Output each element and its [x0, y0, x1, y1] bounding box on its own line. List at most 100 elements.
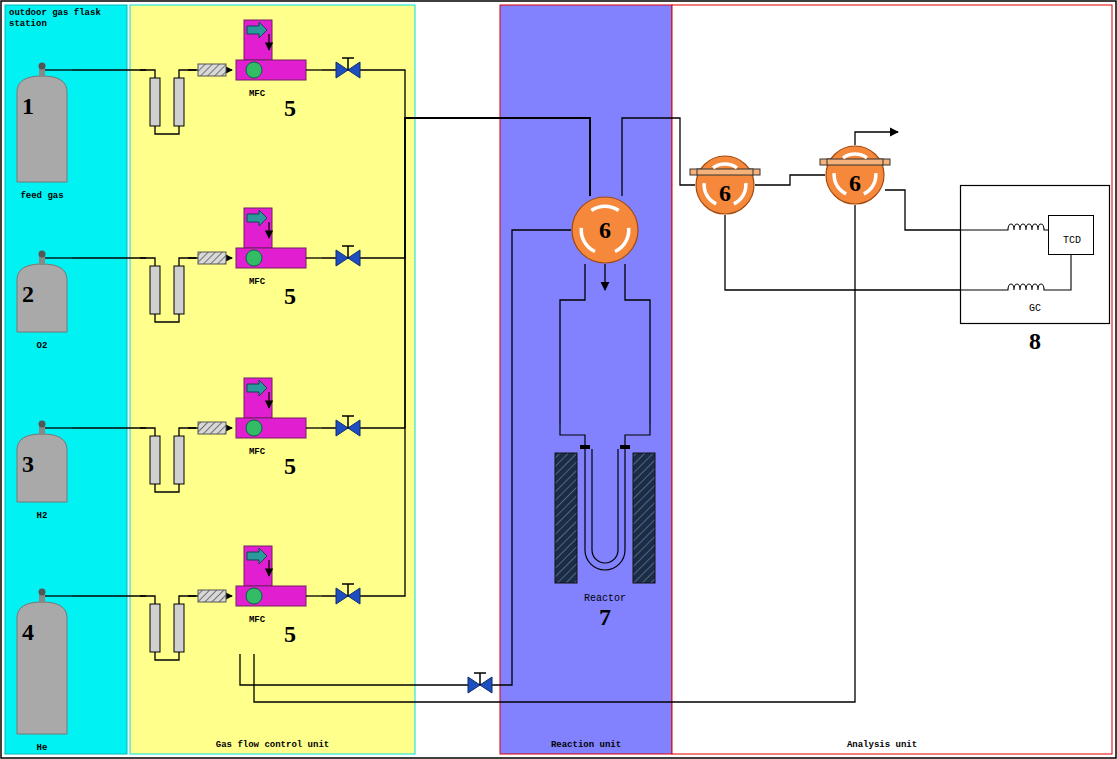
unit-band: MFC5MFC5MFC5MFC5Gas flow control unit — [130, 5, 415, 754]
valve-channel — [713, 164, 737, 168]
outlet-pipe — [45, 69, 72, 70]
mfc-body — [236, 60, 306, 80]
valve-body — [696, 156, 754, 214]
mfc-head — [244, 20, 272, 60]
text-slot: Reaction unit — [500, 733, 672, 751]
cylinder-body — [17, 264, 67, 332]
cylinder-body — [17, 76, 67, 182]
text-slot: 8 — [960, 327, 1110, 355]
six-port-valve: 6 — [825, 145, 885, 205]
part-label: O2 — [37, 341, 48, 352]
callout-number: 1 — [22, 92, 34, 120]
text-slot: 6 — [825, 169, 885, 197]
part-label: Reactor — [584, 593, 626, 605]
callout-number: 5 — [284, 620, 296, 648]
part-label: MFC — [249, 615, 265, 626]
cylinder-knob — [39, 421, 46, 428]
outlet-pipe — [306, 69, 322, 70]
part-label: TCD — [1063, 235, 1081, 247]
mfc-head — [244, 378, 272, 418]
valve-handle — [342, 416, 354, 428]
mfc-feedback — [268, 560, 269, 576]
dryer-and-filter — [140, 252, 226, 322]
mfc-body — [236, 418, 306, 438]
mfc-signal-arrow — [247, 380, 267, 396]
flow-band — [130, 5, 415, 754]
text-slot: Gas flow control unit — [130, 733, 415, 751]
callout-number: 5 — [284, 452, 296, 480]
text-slot: He — [12, 736, 72, 754]
text-slot: GC — [960, 297, 1110, 315]
gas-cylinder: 4He — [12, 588, 72, 752]
tcd-detector: TCD — [1048, 215, 1094, 255]
mfc-sensor — [246, 250, 262, 266]
gas-line — [240, 230, 571, 685]
mfc-feedback — [268, 34, 269, 50]
gas-cylinder: 1 feed gas — [12, 62, 72, 200]
mfc-feedback — [268, 222, 269, 238]
text-slot: 3 — [22, 450, 42, 478]
vent-arrow — [855, 132, 898, 145]
gas-line — [560, 264, 585, 425]
callout-number: 3 — [22, 450, 34, 478]
part-label: GC — [1029, 303, 1041, 315]
shape-outline — [12, 250, 72, 350]
mfc-sensor — [246, 420, 262, 436]
valve-body — [826, 146, 884, 204]
text-slot: Analysis unit — [732, 733, 1032, 751]
u-trap-pipe — [140, 428, 196, 492]
text-slot: 7 — [545, 603, 665, 631]
trap-tube — [174, 604, 184, 652]
callout-number: 4 — [22, 618, 34, 646]
text-slot: feed gas — [12, 184, 72, 202]
hand-valve — [336, 246, 360, 266]
trap-tube — [174, 436, 184, 484]
cylinder-body — [17, 434, 67, 502]
mfc-signal-arrow — [247, 548, 267, 564]
dryer-and-filter — [140, 64, 226, 134]
valve-channel — [615, 228, 629, 252]
hand-valve — [336, 58, 360, 78]
analysis-band — [672, 5, 1112, 754]
shape-outline — [12, 588, 72, 752]
mfc-body — [236, 248, 306, 268]
trap-tube — [174, 266, 184, 314]
callout-number: 5 — [284, 94, 296, 122]
text-slot: 6 — [571, 216, 639, 244]
column-coil — [960, 224, 1048, 230]
u-trap-pipe — [140, 258, 196, 322]
cylinder-knob — [39, 589, 46, 596]
mfc-head — [244, 546, 272, 586]
shape-outline — [232, 378, 322, 486]
valve-bar — [827, 159, 883, 165]
outlet-pipe — [306, 427, 322, 428]
text-slot: 6 — [695, 179, 755, 207]
tube-cap — [580, 445, 590, 449]
gas-line — [625, 264, 650, 425]
callout-number: 6 — [599, 216, 611, 244]
trap-tube — [150, 78, 160, 126]
trap-tube — [174, 78, 184, 126]
callout-number: 2 — [22, 280, 34, 308]
gas-line — [725, 215, 960, 290]
text-slot: 5 — [278, 94, 302, 122]
text-slot: MFC — [232, 440, 282, 458]
vent-arrow — [604, 264, 605, 290]
valve-channel — [834, 173, 846, 194]
unit-band: 6 6TCD GC 8Analysis unit — [672, 5, 1112, 754]
dryer-and-filter — [140, 422, 226, 492]
gas-line — [322, 118, 590, 596]
valve-handle — [474, 673, 486, 685]
part-label: MFC — [249, 277, 265, 288]
filter — [198, 64, 226, 76]
part-label: H2 — [37, 511, 48, 522]
gas-line — [885, 190, 960, 230]
filter — [198, 252, 226, 264]
text-slot: 5 — [278, 282, 302, 310]
gas-chromatograph: TCD GC 8 — [960, 185, 1110, 357]
callout-number: 6 — [719, 179, 731, 207]
gas-line — [254, 205, 855, 702]
gas-line — [622, 118, 695, 196]
gc-housing — [961, 186, 1110, 324]
